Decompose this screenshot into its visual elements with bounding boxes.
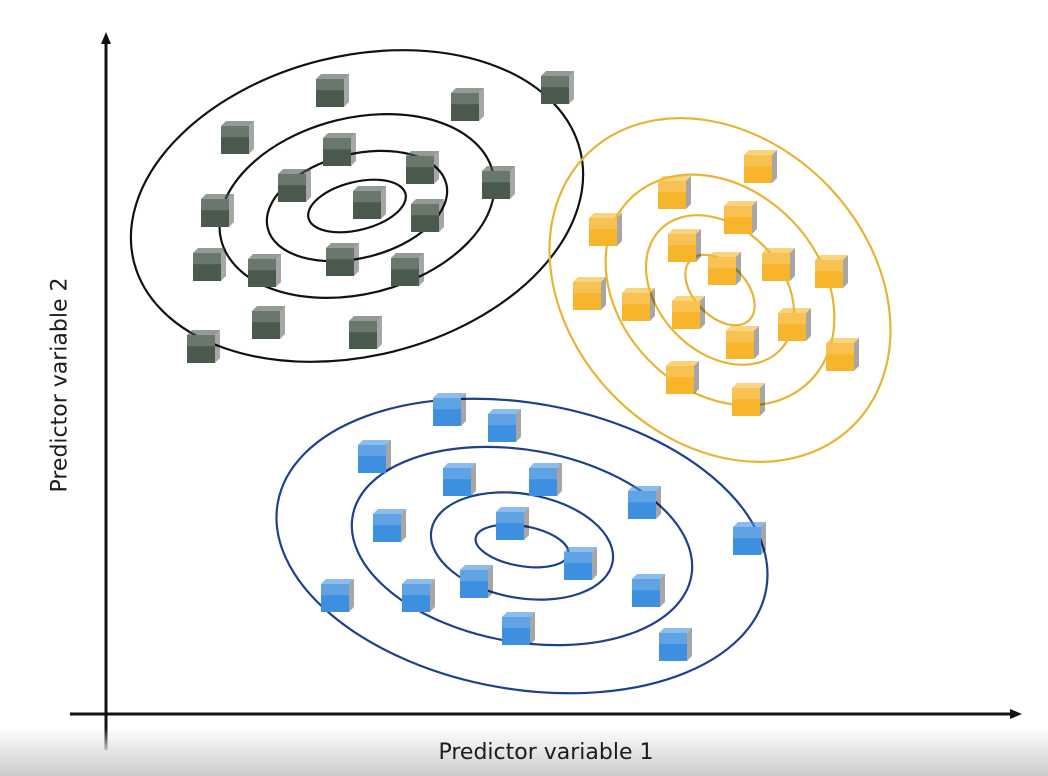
cluster-dark-green-point xyxy=(221,121,254,154)
cluster-blue-point xyxy=(433,393,466,426)
cluster-yellow xyxy=(548,117,892,463)
cluster-blue-point xyxy=(443,463,476,496)
cluster-blue-point xyxy=(529,463,562,496)
cluster-dark-green-point xyxy=(482,166,515,199)
cluster-dark-green-point xyxy=(187,330,220,363)
cluster-blue-point xyxy=(358,440,391,473)
cluster-blue-point xyxy=(659,628,692,661)
cluster-blue-point xyxy=(564,547,597,580)
bottom-shade xyxy=(0,728,1048,776)
cluster-dark-green-point xyxy=(326,243,359,276)
cluster-yellow-point xyxy=(826,338,859,371)
cluster-blue-point xyxy=(502,612,535,645)
cluster-dark-green-point xyxy=(391,253,424,286)
cluster-blue-point xyxy=(488,409,521,442)
cluster-dark-green-point xyxy=(193,248,226,281)
cluster-dark-green-point xyxy=(248,254,281,287)
cluster-yellow-point xyxy=(672,296,705,329)
cluster-yellow-point xyxy=(708,252,741,285)
cluster-dark-green xyxy=(129,49,585,363)
cluster-yellow-point xyxy=(732,383,765,416)
cluster-yellow-ring xyxy=(548,117,892,463)
cluster-dark-green-point xyxy=(411,199,444,232)
cluster-dark-green-point xyxy=(349,316,382,349)
cluster-yellow-point xyxy=(658,176,691,209)
cluster-dark-green-point xyxy=(316,74,349,107)
cluster-dark-green-ring xyxy=(129,49,585,363)
cluster-dark-green-point xyxy=(406,151,439,184)
cluster-blue-point xyxy=(632,574,665,607)
y-axis-label: Predictor variable 2 xyxy=(47,277,73,493)
cluster-yellow-point xyxy=(778,308,811,341)
cluster-dark-green-point xyxy=(541,71,574,104)
cluster-yellow-ring xyxy=(604,173,836,407)
cluster-blue-point xyxy=(402,579,435,612)
cluster-dark-green-point xyxy=(451,88,484,121)
cluster-dark-green-point xyxy=(201,194,234,227)
cluster-yellow-point xyxy=(589,213,622,246)
cluster-yellow-point xyxy=(573,277,606,310)
cluster-blue-point xyxy=(373,509,406,542)
cluster-dark-green-point xyxy=(278,169,311,202)
cluster-yellow-point xyxy=(726,326,759,359)
cluster-dark-green-point xyxy=(323,133,356,166)
cluster-yellow-point xyxy=(724,201,757,234)
x-axis-label: Predictor variable 1 xyxy=(438,740,654,765)
cluster-yellow-point xyxy=(668,229,701,262)
cluster-dark-green-point xyxy=(353,186,386,219)
cluster-yellow-point xyxy=(622,288,655,321)
cluster-blue-ring xyxy=(275,397,769,695)
cluster-blue-point xyxy=(628,486,661,519)
cluster-blue-point xyxy=(733,522,766,555)
cluster-blue-point xyxy=(460,565,493,598)
cluster-yellow-point xyxy=(762,248,795,281)
cluster-yellow-point xyxy=(666,361,699,394)
cluster-yellow-point xyxy=(815,255,848,288)
cluster-blue-point xyxy=(321,579,354,612)
cluster-dark-green-point xyxy=(252,306,285,339)
cluster-blue-point xyxy=(496,507,529,540)
cluster-blue-ring xyxy=(429,491,615,601)
cluster-blue xyxy=(275,393,769,695)
cluster-yellow-ring xyxy=(644,214,796,366)
cluster-yellow-point xyxy=(744,150,777,183)
cluster-dark-green-ring xyxy=(307,178,407,234)
